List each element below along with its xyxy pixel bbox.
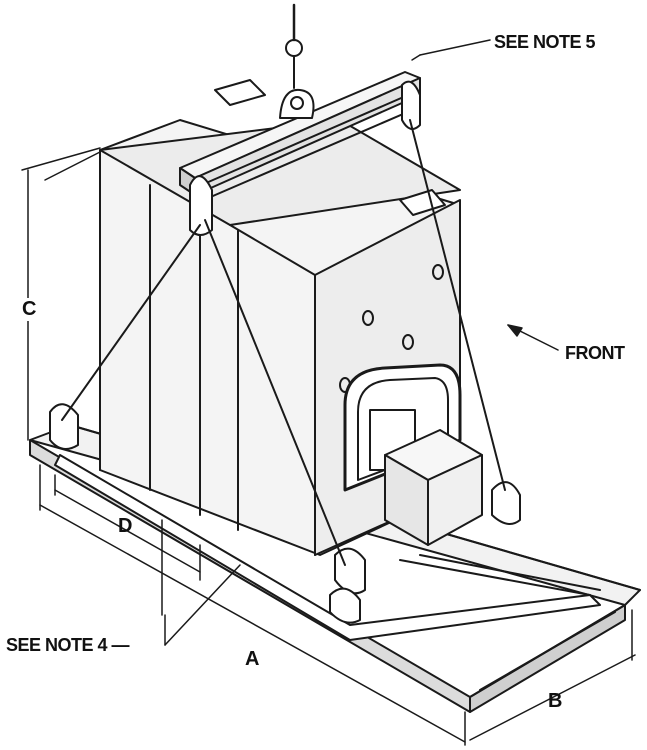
see-note-4-label: SEE NOTE 4 — xyxy=(6,635,130,655)
dimension-a-label: A xyxy=(245,648,260,670)
bushing-throat xyxy=(343,363,483,546)
dimension-b-label: B xyxy=(548,690,563,712)
crane-hook xyxy=(279,3,315,119)
spreader-beam xyxy=(179,71,421,206)
lifting-slings xyxy=(61,119,506,566)
see-note-5-label: SEE NOTE 5 xyxy=(494,32,596,52)
dimension-c-label: C xyxy=(22,298,37,321)
front-label: FRONT xyxy=(565,343,625,363)
dimension-lines xyxy=(21,39,636,746)
shackles xyxy=(49,80,521,624)
dimension-d-label: D xyxy=(118,515,133,537)
